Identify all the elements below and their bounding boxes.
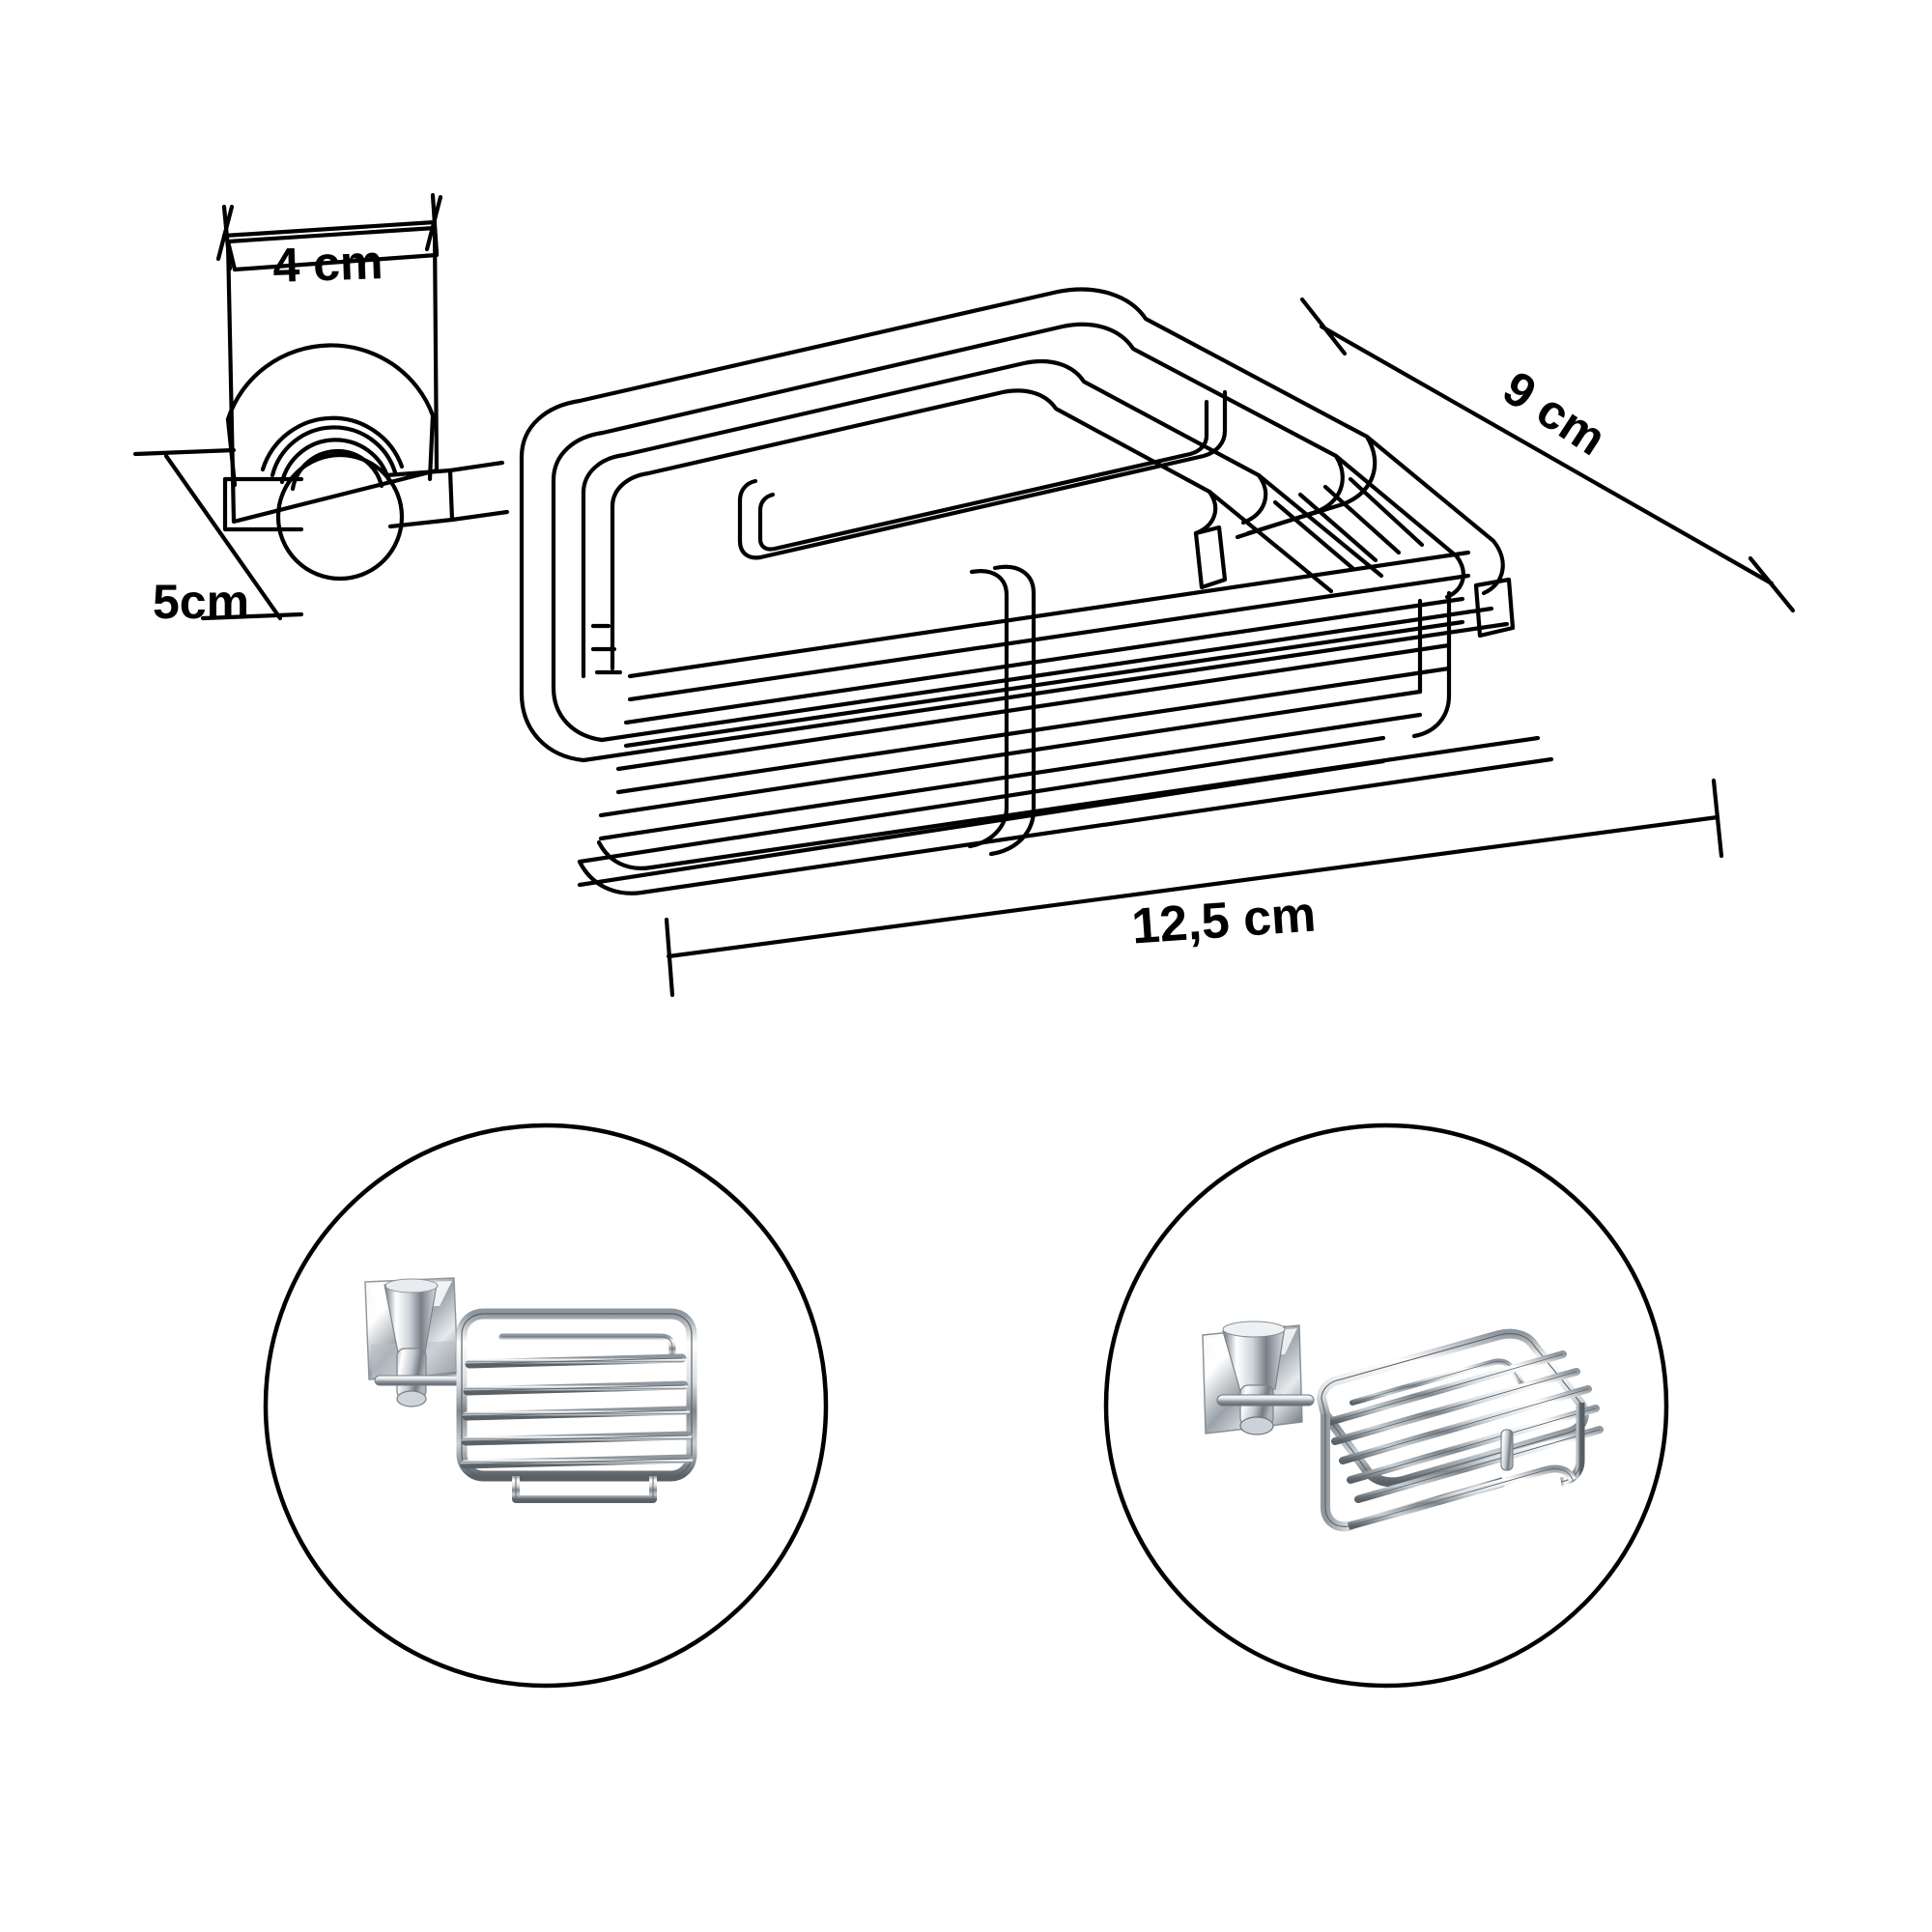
connector-arm: [447, 460, 510, 523]
dimension-9cm: [1299, 297, 1796, 613]
main-line-drawing: [222, 225, 1554, 895]
mount-knob: [275, 452, 405, 582]
angled-crossbar: [1216, 1394, 1315, 1406]
front-crossbar: [374, 1375, 465, 1386]
angled-flange-cone: [1222, 1321, 1286, 1392]
front-basket-top-slot: [498, 1333, 676, 1360]
dimension-annotations: [132, 192, 1796, 998]
angled-knob: [1239, 1384, 1274, 1435]
basket-lower-left-rails: [590, 623, 623, 675]
angled-bottom-rim: [1347, 1464, 1577, 1530]
dimension-label-4cm: 4 cm: [271, 235, 384, 293]
dimension-label-5cm: 5cm: [153, 575, 249, 629]
basket-right-end: [1207, 434, 1516, 739]
inset-front-frame: [263, 1122, 829, 1689]
inset-angled-content: [1202, 1321, 1604, 1532]
dimension-125cm: [664, 778, 1724, 998]
dimension-5cm: [132, 447, 304, 621]
dimension-label-125cm: 12,5 cm: [1130, 886, 1318, 954]
dimension-4cm: [215, 192, 443, 271]
inset-front-content: [364, 1277, 697, 1503]
basket-mid-tab: [1193, 525, 1228, 590]
basket-front-rail: [967, 564, 1037, 857]
front-knob-stem: [396, 1348, 427, 1407]
inset-angled-view: [1103, 1122, 1669, 1689]
front-basket-frame: [456, 1308, 697, 1482]
basket-bottom-frame: [577, 606, 1554, 895]
basket-front-slot: [737, 389, 1228, 560]
front-basket-bars: [460, 1353, 694, 1469]
basket-top-rim: [519, 287, 1378, 540]
inset-front-view: [263, 1122, 829, 1689]
front-basket-bottom-lip: [512, 1476, 657, 1503]
basket-rear-bars: [1272, 476, 1425, 571]
angled-front-rail: [1321, 1414, 1505, 1532]
angled-mid-tab: [1500, 1429, 1514, 1471]
basket-left-side: [519, 454, 615, 763]
angled-basket-bars: [1325, 1350, 1604, 1503]
basket-rim-band: [581, 358, 1268, 536]
angled-right-post: [1559, 1403, 1585, 1487]
